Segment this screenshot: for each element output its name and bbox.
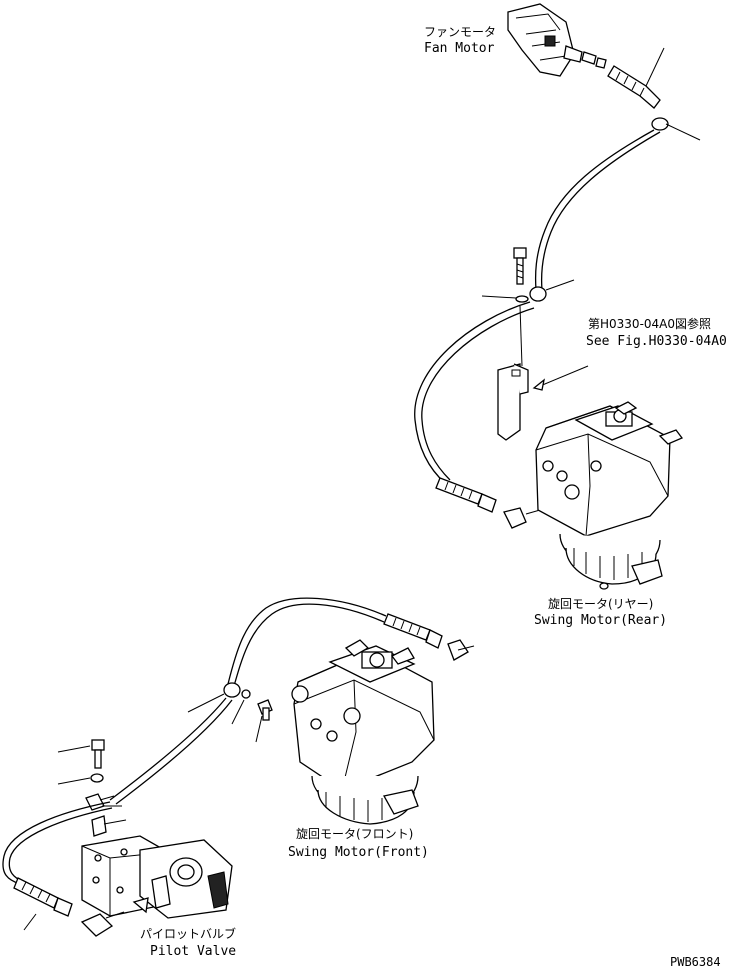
fan-motor bbox=[507, 3, 607, 77]
hose-line-fan-to-clamp-2 bbox=[540, 131, 661, 291]
hose-line-to-pilot bbox=[109, 697, 227, 801]
see-fig-label-en: See Fig.H0330-04A0 bbox=[586, 334, 727, 349]
hose-line-pilot-loop-2 bbox=[8, 807, 113, 883]
swing-motor-front-label-jp: 旋回モータ(フロント) bbox=[296, 827, 413, 841]
hose-line-rear-to-front bbox=[227, 597, 387, 685]
see-fig-label-jp: 第H0330-04A0図参照 bbox=[588, 316, 711, 331]
hose-line-pilot-loop bbox=[2, 801, 111, 885]
pilot-valve-label-en: Pilot Valve bbox=[150, 944, 236, 959]
bracket bbox=[497, 305, 589, 441]
swing-motor-rear-label-jp: 旋回モータ(リヤー) bbox=[548, 597, 653, 611]
clamp-bolt bbox=[513, 247, 527, 285]
hose-line-fan-to-clamp bbox=[534, 129, 655, 291]
front-hose-end bbox=[383, 613, 475, 661]
hose-line-clamp-to-rear bbox=[414, 301, 531, 485]
swing-motor-front bbox=[291, 639, 435, 825]
swing-motor-rear bbox=[535, 401, 684, 590]
hose-line-to-pilot-2 bbox=[115, 699, 233, 805]
pilot-hose-end bbox=[13, 877, 125, 937]
drawing-code: PWB6384 bbox=[670, 955, 721, 969]
swing-motor-rear-label-en: Swing Motor(Rear) bbox=[534, 613, 667, 628]
hose-clamp bbox=[481, 279, 575, 303]
pilot-valve-bolts bbox=[57, 739, 127, 837]
pilot-valve bbox=[81, 835, 233, 919]
rear-hose-end bbox=[435, 477, 541, 529]
mid-clamp bbox=[187, 682, 273, 743]
fan-motor-label-jp: ファンモータ bbox=[424, 25, 496, 39]
pilot-valve-label-jp: パイロットバルブ bbox=[140, 926, 236, 941]
swing-motor-front-label-en: Swing Motor(Front) bbox=[288, 845, 429, 860]
hose-line-rear-to-front-2 bbox=[233, 603, 385, 687]
hose-line-clamp-to-rear-2 bbox=[421, 307, 535, 481]
fan-motor-label-en: Fan Motor bbox=[424, 41, 495, 56]
fan-motor-hose bbox=[607, 47, 701, 141]
